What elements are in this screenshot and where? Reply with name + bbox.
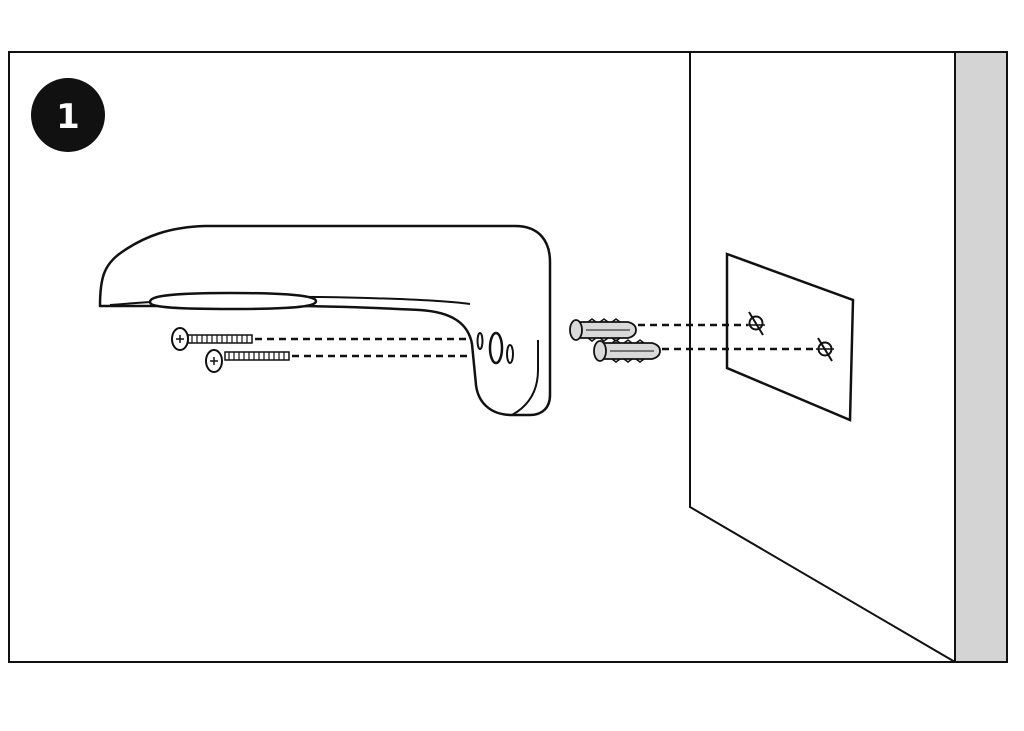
step-badge: 1 bbox=[31, 78, 105, 152]
drill-hole-crosshair-icon bbox=[747, 311, 765, 336]
step-badge-circle bbox=[31, 78, 105, 152]
wall-anchor-icon bbox=[569, 318, 637, 342]
step-number: 1 bbox=[56, 97, 80, 137]
wall-outline bbox=[689, 52, 956, 663]
wall-edge bbox=[955, 53, 1006, 661]
screw-icon bbox=[205, 349, 290, 373]
wall-mount-bracket bbox=[98, 224, 552, 417]
drill-hole-crosshair-icon bbox=[816, 337, 834, 362]
bracket-hole-top bbox=[476, 332, 484, 350]
screw-icon bbox=[171, 327, 253, 351]
drill-template bbox=[725, 252, 855, 422]
bracket-hole-middle bbox=[488, 331, 504, 365]
wall-anchor-icon bbox=[593, 339, 661, 363]
bracket-hole-bottom bbox=[506, 344, 514, 364]
